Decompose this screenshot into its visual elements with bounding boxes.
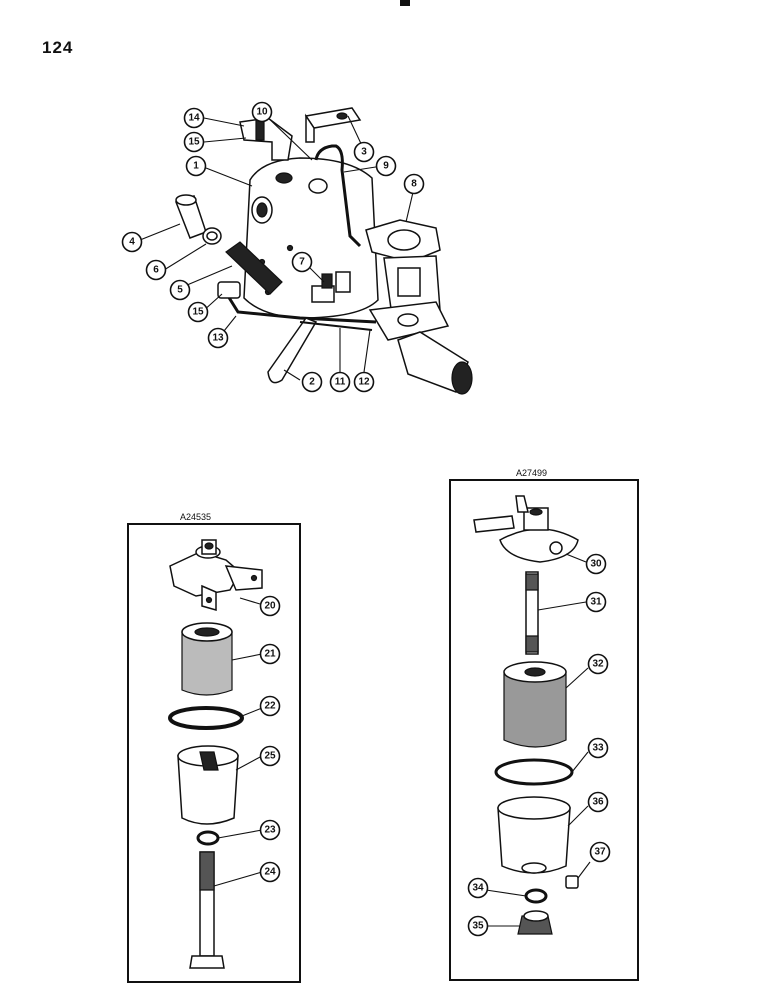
callout-24: 24	[259, 861, 281, 883]
callout-37: 37	[589, 841, 611, 863]
left-panel-parts	[168, 539, 263, 969]
callout-34: 34	[467, 877, 489, 899]
callout-11: 11	[329, 371, 351, 393]
panel-right-frame	[449, 479, 639, 981]
page-edge-mark	[400, 0, 410, 6]
svg-text:9: 9	[383, 161, 389, 172]
svg-text:25: 25	[264, 751, 276, 762]
right-panel-parts	[473, 495, 579, 935]
callout-5: 5	[169, 279, 191, 301]
svg-text:36: 36	[592, 797, 604, 808]
svg-text:23: 23	[264, 825, 276, 836]
svg-text:14: 14	[188, 113, 200, 124]
svg-text:4: 4	[129, 237, 135, 248]
callout-1: 1	[185, 155, 207, 177]
callout-20: 20	[259, 595, 281, 617]
panel-left-frame	[127, 523, 301, 983]
svg-text:12: 12	[358, 377, 370, 388]
svg-text:8: 8	[411, 179, 417, 190]
svg-text:35: 35	[472, 921, 484, 932]
left-panel-callouts: 20 21 22 25 23 24	[213, 595, 281, 887]
svg-text:24: 24	[264, 867, 276, 878]
svg-text:15: 15	[192, 307, 204, 318]
callout-31: 31	[585, 591, 607, 613]
top-callouts: 14 15 10 3 1 9 8 4 6 7 5 15 13 2 11 12	[121, 101, 425, 393]
top-assembly-drawing	[175, 107, 473, 395]
svg-text:10: 10	[256, 107, 268, 118]
callout-22: 22	[259, 695, 281, 717]
svg-text:2: 2	[309, 377, 315, 388]
svg-text:33: 33	[592, 743, 604, 754]
panel-right-label: A27499	[516, 468, 547, 478]
svg-text:20: 20	[264, 601, 276, 612]
callout-35: 35	[467, 915, 489, 937]
callout-8: 8	[403, 173, 425, 195]
callout-12: 12	[353, 371, 375, 393]
callout-36: 36	[587, 791, 609, 813]
svg-text:32: 32	[592, 659, 604, 670]
svg-text:1: 1	[193, 161, 199, 172]
callout-10: 10	[251, 101, 273, 123]
svg-text:15: 15	[188, 137, 200, 148]
svg-text:37: 37	[594, 847, 606, 858]
callout-6: 6	[145, 259, 167, 281]
svg-text:30: 30	[590, 559, 602, 570]
callout-21: 21	[259, 643, 281, 665]
callout-2: 2	[301, 371, 323, 393]
svg-text:11: 11	[335, 377, 346, 388]
svg-text:13: 13	[212, 333, 224, 344]
right-panel-callouts: 30 31 32 33 36 37 34 35	[467, 553, 611, 937]
callout-9: 9	[375, 155, 397, 177]
callout-4: 4	[121, 231, 143, 253]
svg-text:22: 22	[264, 701, 276, 712]
callout-13: 13	[207, 327, 229, 349]
svg-text:21: 21	[264, 649, 276, 660]
page-number: 124	[42, 38, 74, 57]
svg-text:6: 6	[153, 265, 159, 276]
svg-text:7: 7	[299, 257, 305, 268]
svg-text:3: 3	[361, 147, 367, 158]
callout-7: 7	[291, 251, 313, 273]
callout-15-upper: 15	[183, 131, 205, 153]
callout-25: 25	[259, 745, 281, 767]
callout-14: 14	[183, 107, 205, 129]
callout-33: 33	[587, 737, 609, 759]
svg-text:5: 5	[177, 285, 183, 296]
svg-text:34: 34	[472, 883, 484, 894]
callout-32: 32	[587, 653, 609, 675]
callout-23: 23	[259, 819, 281, 841]
callout-3: 3	[353, 141, 375, 163]
callout-30: 30	[585, 553, 607, 575]
svg-text:31: 31	[590, 597, 602, 608]
callout-15-lower: 15	[187, 301, 209, 323]
panel-left-label: A24535	[180, 512, 211, 522]
